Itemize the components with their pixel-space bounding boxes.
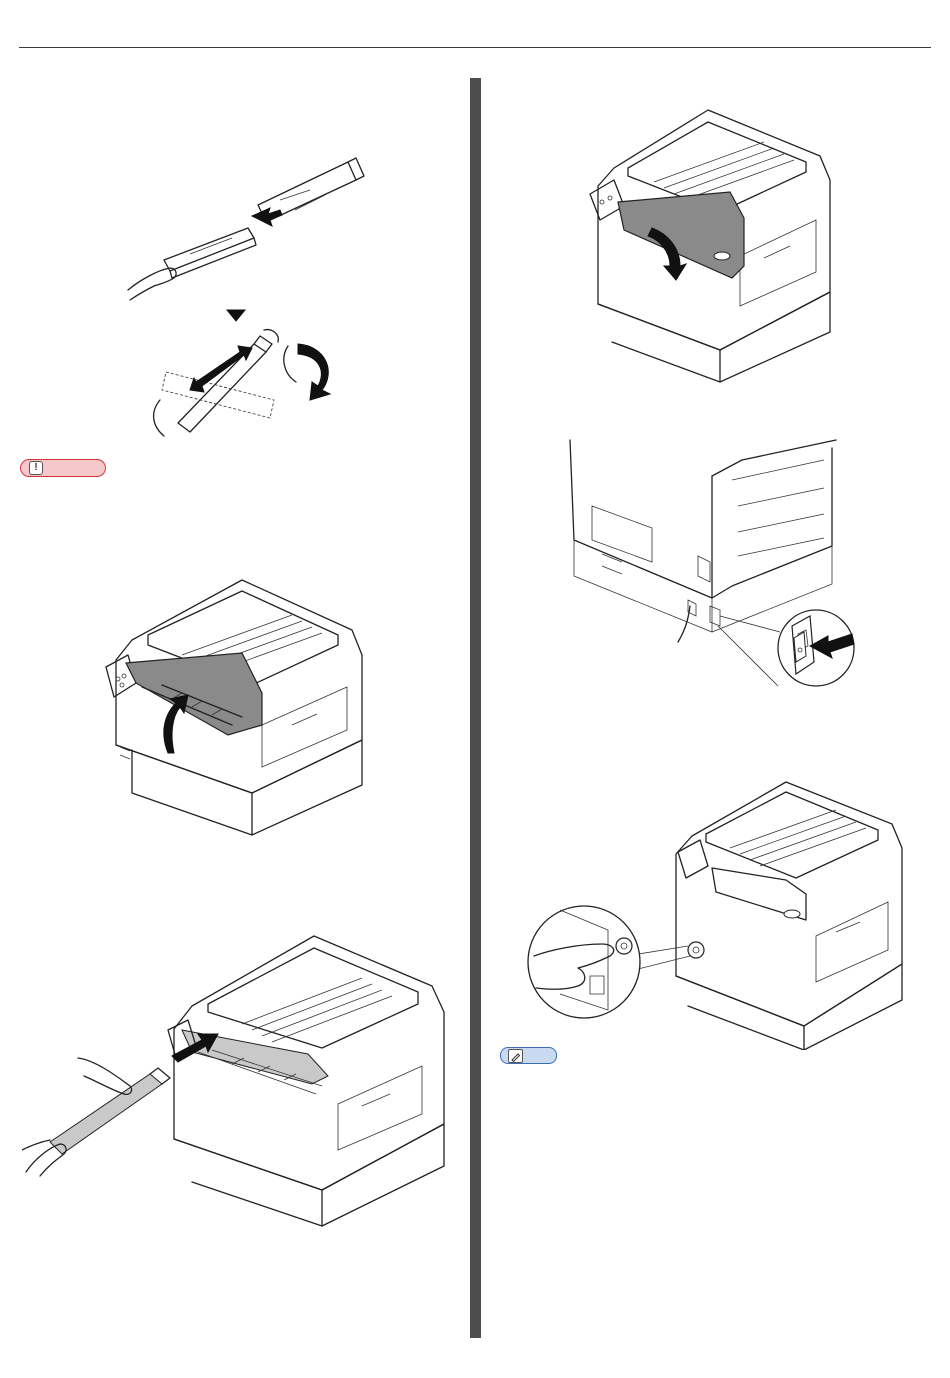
zoom-connector-icon <box>718 616 780 686</box>
toner-cover-open-icon <box>126 653 262 735</box>
printer-insert-toner-figure <box>22 934 452 1234</box>
printer-rear-icon <box>570 440 836 642</box>
control-panel-icon <box>678 840 708 878</box>
power-button-marker-icon <box>688 942 704 958</box>
exclamation-icon: ! <box>29 461 43 475</box>
toner-shake-figure <box>120 150 370 450</box>
control-panel-icon <box>590 180 624 220</box>
down-triangle-icon <box>227 310 245 321</box>
toner-cartridge-icon <box>164 228 256 278</box>
header-rule <box>19 47 931 48</box>
rotate-arrow-icon <box>284 344 330 400</box>
printer-power-button-figure <box>526 780 916 1050</box>
pencil-icon <box>508 1049 523 1063</box>
printer-main-switch-figure <box>562 436 862 696</box>
note-badge: ! <box>20 459 106 477</box>
hand-top-icon <box>78 1058 132 1094</box>
arrow-left-icon <box>252 208 282 226</box>
curved-up-arrow-icon <box>164 695 188 753</box>
hand-icon <box>128 268 176 300</box>
printer-close-cover-figure <box>584 106 844 386</box>
power-switch-icon <box>794 632 806 662</box>
column-divider-bar <box>470 78 481 1338</box>
control-panel-icon <box>106 655 136 697</box>
toner-cartridge-icon <box>50 1068 170 1154</box>
printer-body-icon <box>676 782 902 1050</box>
printer-open-cover-figure <box>102 575 372 855</box>
shaking-cartridge-icon <box>154 330 279 436</box>
toner-cover-closed-icon <box>618 192 744 278</box>
memo-badge <box>500 1047 557 1064</box>
zoom-circle-icon <box>528 906 640 1018</box>
